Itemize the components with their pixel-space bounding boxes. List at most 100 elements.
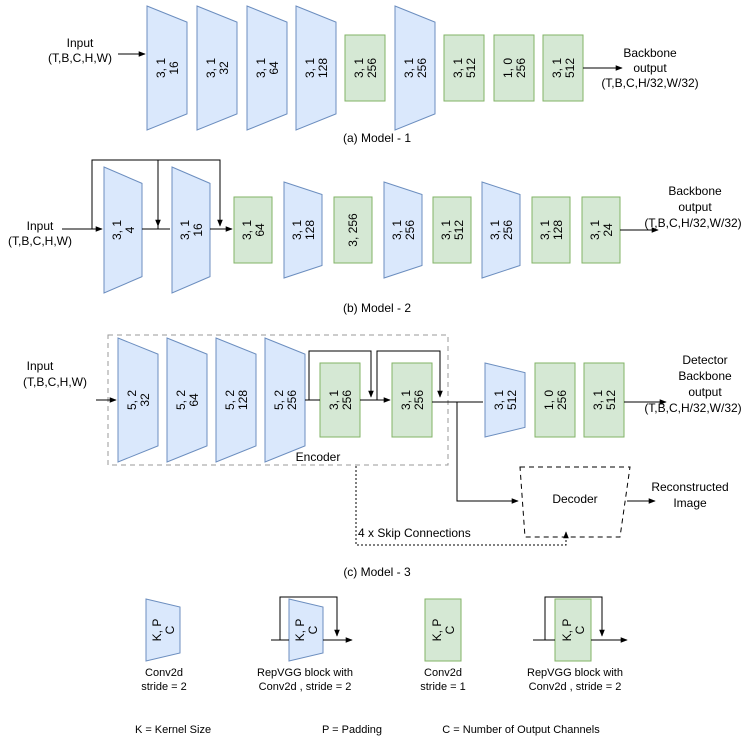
model1-block-9-kernel-padding: 3, 1 [550,58,564,78]
model3-output-line2: Backbone [678,369,732,383]
model3-block-3-channels: 128 [236,390,250,410]
model3-block-2-channels: 64 [187,393,201,407]
model2-block-3-shape [233,196,273,264]
model2-block-8-kernel-padding: 3, 1 [488,220,502,240]
model2-block-5-kernel-padding: 3, 256 [346,213,360,247]
model3-block-6-kernel-padding: 3, 1 [399,390,413,410]
model1-block-8-channels: 256 [514,58,528,78]
model2-block-9-shape [531,196,571,264]
legend-repvgg-conv-line1: RepVGG block with [257,667,353,679]
legend-conv-stride2-block-channels: C [163,625,177,634]
model3-input-line1: Input [27,359,54,373]
decoder-box [519,466,631,538]
model1-block-9-channels: 512 [563,58,577,78]
model3-block-8-channels: 256 [555,390,569,410]
model3-block-1-channels: 32 [138,393,152,407]
model3-block-2-shape [166,337,208,463]
model1-block-1-shape [146,5,188,131]
model1-block-4-kernel-padding: 3, 1 [303,58,317,78]
model1-output-line2: output [633,61,667,75]
model2-input-line1: Input [27,219,54,233]
decoder-branch-arrow [456,402,519,504]
model3-block-6-shape [391,362,433,438]
model2-block-1-shape [103,166,143,294]
model3-output-line3: output [688,385,722,399]
model1-block-7-kernel-padding: 3, 1 [451,58,465,78]
model3-block-5-shape [319,362,361,438]
model3-block-1-shape [117,337,159,463]
legend-repvgg-rep-line1: RepVGG block with [527,667,623,679]
legend-conv-stride1-block-kernel-padding: K, P [430,619,444,642]
legend-repvgg-rep-block-channels: C [573,625,587,634]
legend-repvgg-conv-block-channels: C [306,625,320,634]
model1-block-2-channels: 32 [217,61,231,75]
model1-block-7-shape [443,34,485,102]
legend-repvgg-conv-loop [279,596,340,640]
legend-repvgg-conv-block-kernel-padding: K, P [293,619,307,642]
encoder-label: Encoder [296,450,341,464]
model3-skip-loop-2 [376,350,443,400]
model3-block-9-shape [583,362,625,438]
model2-block-6-channels: 256 [403,220,417,240]
model2-skip-loop-2 [157,159,223,229]
model1-block-5-kernel-padding: 3, 1 [352,58,366,78]
model1-output-line1: Backbone [623,46,677,60]
model3-block-5-channels: 256 [340,390,354,410]
model2-block-1-kernel-padding: 3, 1 [110,220,124,240]
model3-block-7-channels: 512 [505,390,519,410]
model2-block-4-channels: 128 [303,220,317,240]
model3-block-4-shape [264,337,306,463]
model3-block-9-channels: 512 [604,390,618,410]
model1-block-4-shape [295,5,337,131]
model2-block-9-channels: 128 [551,220,565,240]
model3-block-4-channels: 256 [285,390,299,410]
model3-block-7-shape [484,362,526,438]
model3-block-1-kernel-padding: 5, 2 [125,390,139,410]
model1-block-1-channels: 16 [167,61,181,75]
model1-block-3-channels: 64 [267,61,281,75]
skip-connections-arrow [355,466,569,546]
model3-block-5-kernel-padding: 3, 1 [327,390,341,410]
definition-kernel: K = Kernel Size [135,724,211,736]
skip-connections-label: 4 x Skip Connections [358,526,471,540]
legend-conv-stride1-block-channels: C [443,625,457,634]
model1-block-6-channels: 256 [415,58,429,78]
model3-block-4-kernel-padding: 5, 2 [272,390,286,410]
model1-block-2-kernel-padding: 3, 1 [204,58,218,78]
legend-conv-s2-line2: stride = 2 [141,681,187,693]
model1-block-6-shape [394,5,436,131]
model1-output-line3: (T,B,C,H/32,W/32) [601,76,698,90]
legend-repvgg-conv-line2: Conv2d , stride = 2 [259,681,352,693]
model2-block-4-shape [283,181,323,279]
model1-block-7-channels: 512 [464,58,478,78]
legend-conv-stride2-block-kernel-padding: K, P [150,619,164,642]
model3-output-line4: (T,B,C,H/32,W/32) [644,401,741,415]
model2-block-2-shape [171,166,211,294]
model2-output-line1: Backbone [668,184,722,198]
model2-block-7-channels: 512 [452,220,466,240]
